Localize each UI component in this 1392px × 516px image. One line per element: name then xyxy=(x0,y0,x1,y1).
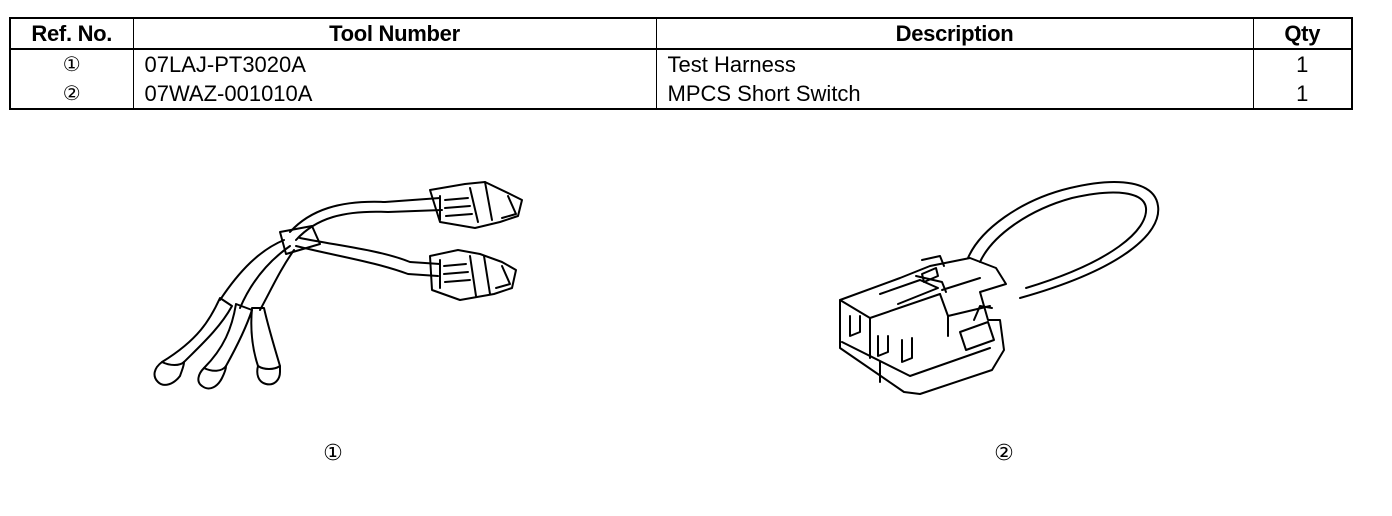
header-tool-number: Tool Number xyxy=(132,17,657,50)
row-description: MPCS Short Switch xyxy=(655,79,1254,109)
row-tool-number: 07WAZ-001010A xyxy=(132,79,657,109)
test-harness-illustration xyxy=(153,181,523,390)
row-ref: ① xyxy=(9,49,134,79)
figure-label-1: ① xyxy=(323,440,343,465)
row-tool-number: 07LAJ-PT3020A xyxy=(132,49,657,79)
row-qty: 1 xyxy=(1252,79,1353,109)
header-description: Description xyxy=(655,17,1254,50)
figure-label-2: ② xyxy=(994,440,1014,465)
special-tools-table: Ref. No. Tool Number Description Qty ① 0… xyxy=(9,17,1353,110)
header-qty: Qty xyxy=(1252,17,1353,50)
row-ref: ② xyxy=(9,79,134,109)
table-header-row: Ref. No. Tool Number Description Qty xyxy=(9,17,1353,50)
row-description: Test Harness xyxy=(655,49,1254,79)
short-switch-illustration xyxy=(839,181,1160,395)
table-row: ① 07LAJ-PT3020A Test Harness 1 xyxy=(9,49,1353,79)
header-ref-no: Ref. No. xyxy=(9,17,134,50)
table-row: ② 07WAZ-001010A MPCS Short Switch 1 xyxy=(9,79,1353,109)
row-qty: 1 xyxy=(1252,49,1353,79)
